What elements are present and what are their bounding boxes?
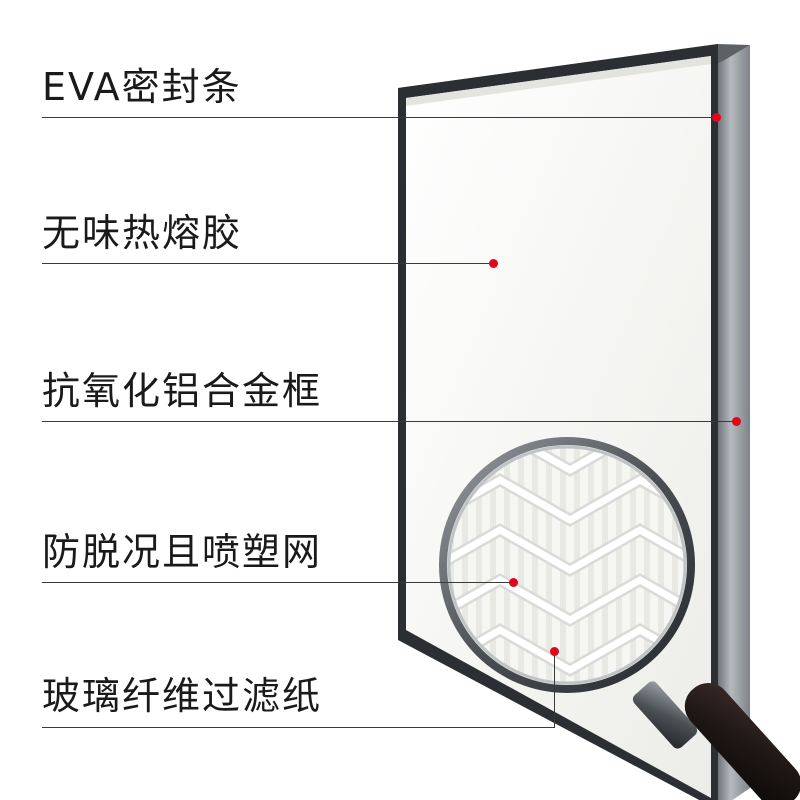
callout-marker-aluminum-frame	[732, 417, 741, 426]
callout-label-hot-melt: 无味热熔胶	[42, 211, 243, 255]
callout-label-aluminum-frame: 抗氧化铝合金框	[42, 369, 323, 413]
callout-line-spray-mesh	[42, 582, 514, 583]
callout-marker-fiberglass-paper	[550, 647, 559, 656]
callout-marker-hot-melt	[489, 259, 498, 268]
callout-line-hot-melt	[42, 263, 494, 264]
callout-label-spray-mesh: 防脱况且喷塑网	[42, 530, 323, 574]
magnifying-glass-icon	[439, 437, 800, 800]
callout-label-fiberglass-paper: 玻璃纤维过滤纸	[42, 674, 323, 718]
callout-line-eva-seal	[42, 117, 718, 118]
callout-label-eva-seal: EVA密封条	[42, 65, 242, 109]
callout-line-aluminum-frame	[42, 421, 736, 422]
callout-connector-fiberglass-paper	[554, 651, 555, 728]
callout-marker-eva-seal	[712, 113, 721, 122]
callout-line-fiberglass-paper	[42, 727, 554, 728]
callout-marker-spray-mesh	[509, 578, 518, 587]
